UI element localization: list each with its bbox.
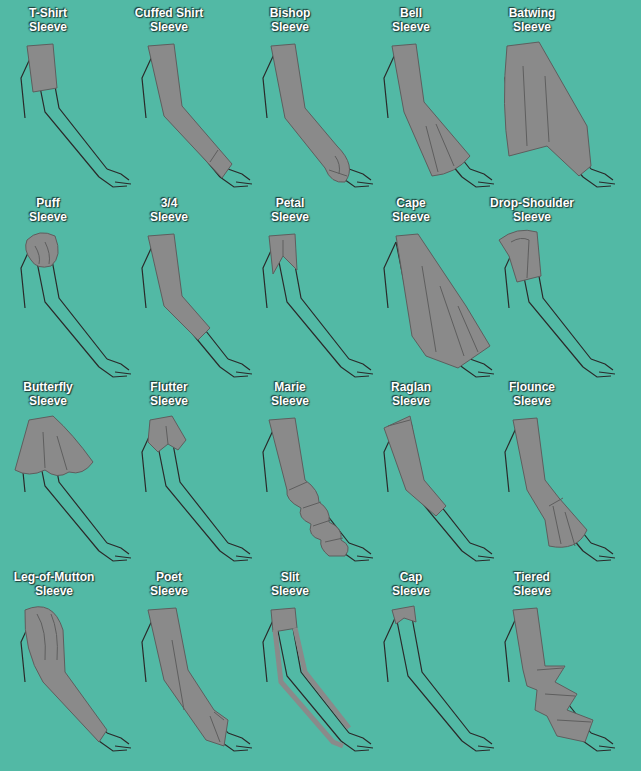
sleeve-label: Flutter Sleeve [140,380,198,408]
sleeve-label: Bishop Sleeve [261,6,319,34]
sleeve-label: Raglan Sleeve [382,380,440,408]
sleeve-label: Cuffed Shirt Sleeve [129,6,209,34]
sleeve-label: Leg-of-Mutton Sleeve [2,570,106,598]
sleeve-label: Poet Sleeve [140,570,198,598]
sleeve-label: Drop-Shoulder Sleeve [480,196,584,224]
sleeve-label: Cape Sleeve [382,196,440,224]
sleeve-label: Bell Sleeve [382,6,440,34]
sleeve-label: Cap Sleeve [382,570,440,598]
sleeve-label: Puff Sleeve [19,196,77,224]
sleeve-label: Slit Sleeve [261,570,319,598]
sleeve-label: Batwing Sleeve [503,6,561,34]
sleeve-label: 3/4 Sleeve [140,196,198,224]
sleeve-label: T-Shirt Sleeve [19,6,77,34]
sleeve-label: Butterfly Sleeve [19,380,77,408]
sleeve-label: Marie Sleeve [261,380,319,408]
sleeve-label: Flounce Sleeve [503,380,561,408]
sleeve-label: Petal Sleeve [261,196,319,224]
sleeve-label: Tiered Sleeve [503,570,561,598]
